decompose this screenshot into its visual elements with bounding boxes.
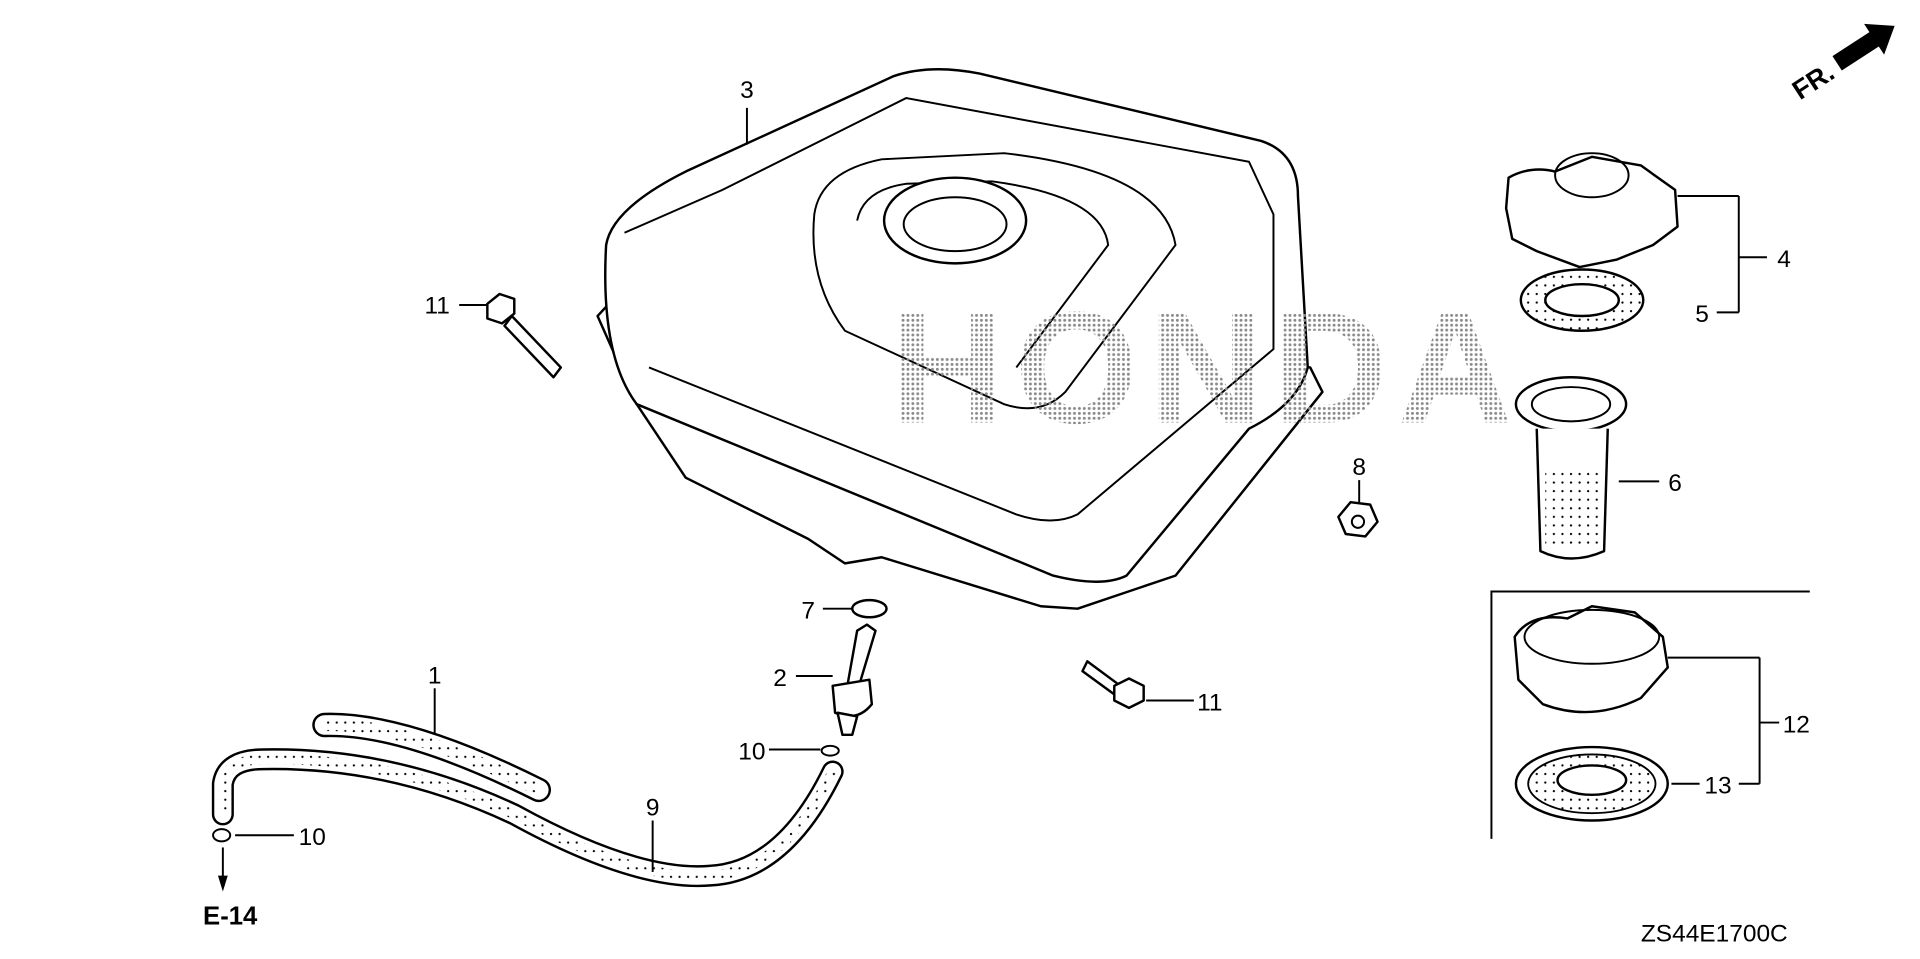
alternate-cap-gasket[interactable]: [1514, 745, 1669, 822]
fuel-filler-cap[interactable]: [1504, 152, 1679, 269]
callout-13: 13: [1704, 773, 1731, 800]
flange-bolt-upper[interactable]: [486, 292, 563, 379]
fuel-strainer[interactable]: [1514, 376, 1628, 560]
sealing-washer[interactable]: [851, 598, 888, 619]
callout-12: 12: [1783, 711, 1810, 738]
front-direction-indicator: FR.: [1787, 23, 1895, 106]
flange-bolt-lower[interactable]: [1081, 660, 1145, 710]
hose-clip-upper[interactable]: [820, 744, 840, 757]
callout-4: 4: [1777, 246, 1791, 273]
hose-clip-lower[interactable]: [212, 828, 232, 843]
callout-7: 7: [801, 597, 815, 624]
fuel-tank[interactable]: [596, 68, 1324, 610]
alternate-fuel-cap[interactable]: [1513, 605, 1669, 714]
callout-1: 1: [428, 662, 442, 689]
callout-5: 5: [1695, 301, 1709, 328]
fuel-tube-long[interactable]: [211, 748, 844, 888]
callout-8: 8: [1352, 454, 1366, 481]
callout-11-upper: 11: [424, 293, 449, 320]
callout-2: 2: [773, 665, 787, 692]
optional-parts-frame: [1490, 590, 1810, 839]
cap-gasket[interactable]: [1519, 268, 1645, 332]
reference-arrow-icon: [217, 847, 228, 892]
callout-10-lower: 10: [299, 824, 326, 851]
callout-10-upper: 10: [738, 738, 765, 765]
callout-11-lower: 11: [1197, 689, 1222, 716]
fuel-cock[interactable]: [831, 623, 877, 737]
front-label: FR.: [1787, 57, 1840, 106]
callout-3: 3: [740, 77, 754, 104]
honda-watermark: HONDA: [890, 279, 1523, 457]
nut[interactable]: [1337, 500, 1379, 538]
fuel-tube-short[interactable]: [312, 712, 552, 803]
drawing-code: ZS44E1700C: [1641, 921, 1788, 948]
front-arrow-icon: [1832, 23, 1895, 71]
reference-link-e14[interactable]: E-14: [203, 903, 258, 931]
callout-6: 6: [1668, 470, 1682, 497]
callout-9: 9: [646, 795, 660, 822]
